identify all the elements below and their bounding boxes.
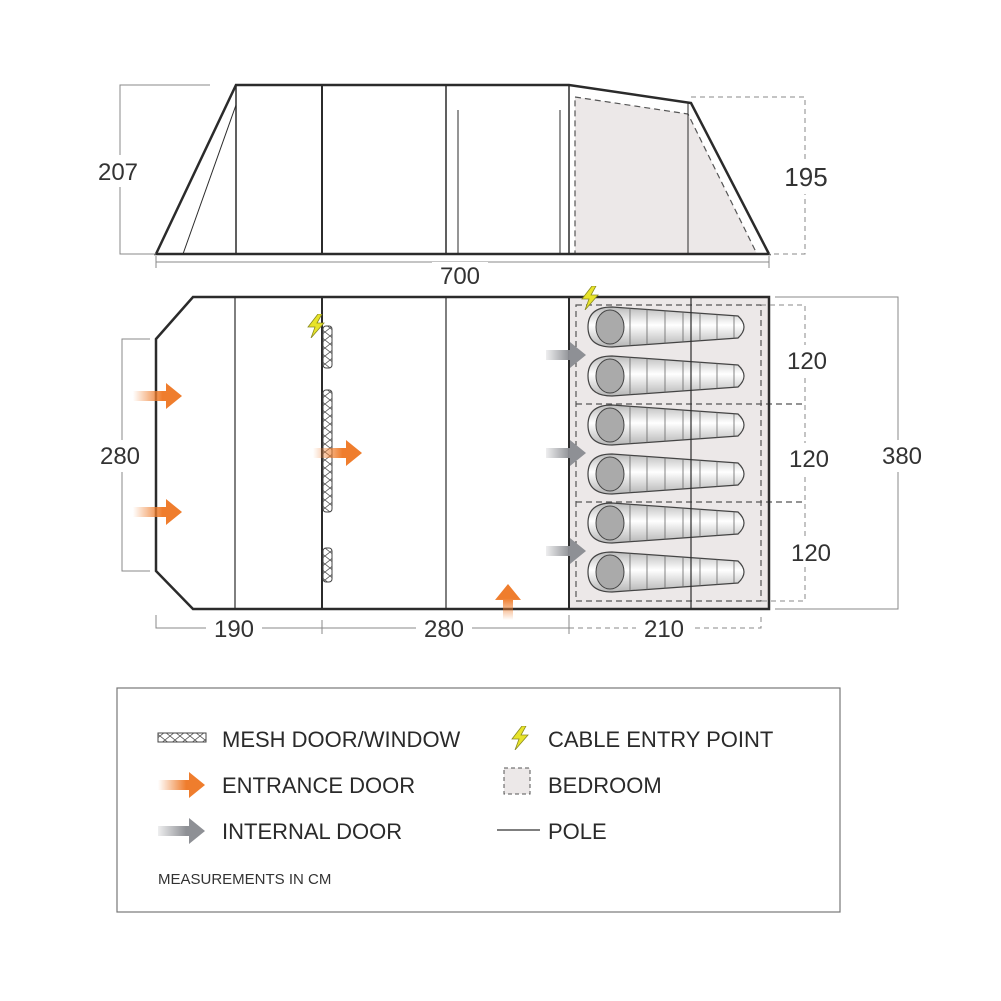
sleeping-bag-icon [587,551,745,593]
internal-legend-icon [158,818,205,844]
internal-arrows [546,342,586,564]
legend-bedroom-label: BEDROOM [548,773,662,798]
internal-door-arrow-icon [546,440,586,466]
bedroom-1-width-label: 120 [787,348,827,375]
side-poles [182,85,689,255]
legend: MESH DOOR/WINDOW ENTRANCE DOOR INTERNAL … [116,687,841,913]
length-label: 700 [440,263,480,290]
internal-door-arrow-icon [546,538,586,564]
legend-mesh-label: MESH DOOR/WINDOW [222,727,461,752]
floor-plan: 280 380 120 120 120 190 280 210 [92,286,930,643]
internal-door-arrow-icon [546,342,586,368]
sleeping-bag-icon [587,453,745,495]
mesh-window [322,325,333,369]
mesh-window [322,547,333,583]
height-total-label: 207 [98,159,138,186]
section-2-length-label: 280 [424,616,464,643]
tent-side-outline [154,83,772,256]
sleeping-bag-icon [587,404,745,446]
sleeping-bag-icon [587,355,745,397]
entrance-door-arrow-icon [313,440,362,466]
mesh-legend-icon [157,732,207,743]
bedroom-legend-icon [503,767,531,795]
legend-internal-label: INTERNAL DOOR [222,819,402,844]
entrance-door-arrow-icon [133,383,182,409]
sleeping-bag-icon [587,502,745,544]
bedroom-2-width-label: 120 [789,446,829,473]
width-total-label: 380 [882,443,922,470]
width-left-label: 280 [100,443,140,470]
entrance-arrows [133,383,521,620]
section-1-length-label: 190 [214,616,254,643]
entrance-door-arrow-icon [495,584,521,620]
legend-cable-label: CABLE ENTRY POINT [548,727,773,752]
entrance-door-arrow-icon [133,499,182,525]
bedroom-3-width-label: 120 [791,540,831,567]
measurements-note: MEASUREMENTS IN CM [158,871,331,888]
side-view: 207 195 700 [92,83,834,290]
tent-floor-outline [154,295,771,611]
legend-pole-label: POLE [548,819,607,844]
legend-entrance-label: ENTRANCE DOOR [222,773,415,798]
section-3-length-label: 210 [644,616,684,643]
sleeping-bag-icon [587,306,745,348]
sleeping-bags [587,306,745,593]
height-bedroom-label: 195 [784,162,827,192]
entrance-legend-icon [158,772,205,798]
